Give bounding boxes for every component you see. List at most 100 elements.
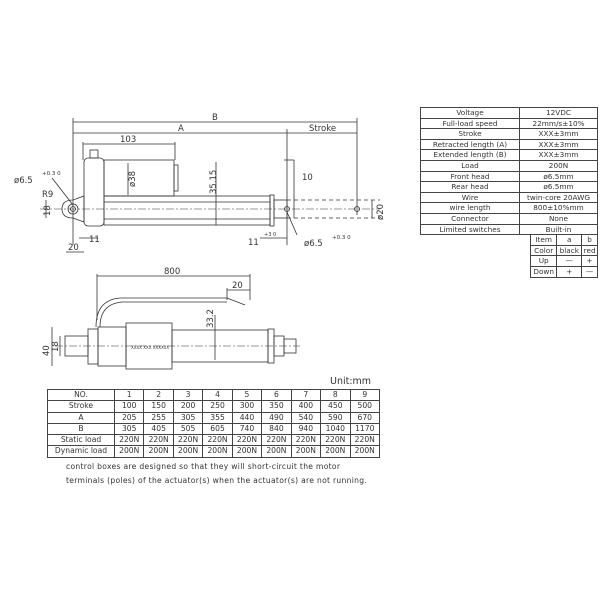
wiring-cell: + (581, 255, 598, 267)
spec-cell: Retracted length (A) (420, 138, 520, 151)
dims-cell: 200N (261, 445, 292, 458)
dims-cell: 7 (290, 388, 322, 402)
dims-cell: 1170 (349, 422, 380, 436)
wiring-cell: b (581, 234, 598, 246)
dim-motor-dia-label: ø38 (128, 171, 138, 187)
dim-a-label: A (178, 124, 184, 134)
spec-cell: Extended length (B) (420, 149, 520, 161)
spec-cell: XXX±3mm (519, 128, 598, 140)
dims-cell: 540 (290, 411, 322, 424)
dims-cell: 100 (113, 400, 145, 413)
dims-cell: 670 (349, 411, 380, 424)
dims-cell: 255 (143, 411, 174, 424)
dims-cell: 220N (290, 434, 322, 447)
dim-radius-label: R9 (42, 190, 53, 200)
spec-cell: XXX±3mm (519, 149, 598, 161)
dim-front-depth-label: 11 (248, 238, 259, 248)
dim-103-label: 103 (120, 135, 136, 145)
wiring-cell: — (556, 255, 583, 267)
dims-cell: 200N (231, 445, 263, 458)
rear-hole-tolerance: +0.3 0 (42, 171, 61, 177)
wiring-cell: + (556, 265, 583, 278)
spec-cell: Voltage (420, 107, 520, 119)
note-line: control boxes are designed so that they … (66, 462, 341, 471)
dim-rod-offset-label: 10 (302, 173, 313, 183)
dims-cell: 3 (172, 388, 204, 402)
wiring-cell: Color (529, 244, 558, 257)
dims-cell: 220N (143, 434, 174, 447)
spec-row: Retracted length (A)XXX±3mm (420, 138, 598, 151)
dims-cell: 2 (143, 388, 174, 402)
spec-cell: 800±10%mm (519, 202, 598, 214)
spec-cell: None (519, 212, 598, 225)
wiring-row: Up—+ (529, 255, 598, 267)
dims-cell: 220N (320, 434, 351, 447)
dims-cell: 440 (231, 411, 263, 424)
dims-cell: Stroke (47, 400, 115, 413)
spec-row: Extended length (B)XXX±3mm (420, 149, 598, 161)
dims-cell: 205 (113, 411, 145, 424)
spec-cell: Limited switches (420, 223, 520, 236)
dim-rear-offset-label: 20 (68, 243, 79, 253)
dims-cell: 940 (290, 422, 322, 436)
front-hole-tolerance: +0.3 0 (332, 235, 351, 241)
dims-cell: 220N (172, 434, 204, 447)
dims-cell: Static load (47, 434, 115, 447)
outer-tube (103, 195, 271, 226)
dims-cell: 250 (202, 400, 233, 413)
wiring-cell: Down (529, 265, 558, 278)
spec-cell: XXX±3mm (519, 138, 598, 151)
rear-clevis-side (87, 328, 99, 365)
spec-cell: Front head (420, 170, 520, 183)
dims-cell: 355 (202, 411, 233, 424)
dims-cell: 450 (320, 400, 351, 413)
dims-cell: 8 (320, 388, 351, 402)
dims-cell: Dynamic load (47, 445, 115, 458)
dim-wire-end-label: 20 (232, 281, 243, 291)
motor-cylinder (103, 159, 175, 197)
wiring-cell: — (581, 265, 598, 278)
dims-cell: 505 (172, 422, 204, 436)
wiring-row: Down+— (529, 265, 598, 278)
dims-cell: 300 (231, 400, 263, 413)
dims-cell: A (47, 411, 115, 424)
front-depth-tolerance: +3 0 (264, 232, 276, 238)
dim-rear-hole-label: ø6.5 (14, 176, 33, 186)
dim-side-height-label: 40 (42, 345, 52, 356)
note-line: terminals (poles) of the actuator(s) whe… (66, 476, 368, 485)
wire-gland (89, 149, 99, 159)
dim-rod-dia-label: ø20 (376, 204, 386, 220)
wiring-cell: a (556, 234, 583, 246)
dims-cell: 220N (261, 434, 292, 447)
dim-front-hole-label: ø6.5 (304, 239, 323, 249)
dims-cell: 840 (261, 422, 292, 436)
dims-cell: 490 (261, 411, 292, 424)
dims-cell: 9 (349, 388, 380, 402)
dims-cell: 200N (143, 445, 174, 458)
dims-cell: 405 (143, 422, 174, 436)
gearbox-housing (83, 157, 105, 227)
wiring-cell: Item (529, 234, 558, 246)
spec-cell: Stroke (420, 128, 520, 140)
dim-side-width-label: 18 (51, 341, 61, 352)
spec-cell: wire length (420, 202, 520, 214)
dims-cell: 5 (231, 388, 263, 402)
dims-cell: 400 (290, 400, 322, 413)
dim-tube-height-label: 33.2 (206, 309, 216, 328)
spec-cell: twin-core 20AWG (519, 191, 598, 204)
wiring-cell: Up (529, 255, 558, 267)
